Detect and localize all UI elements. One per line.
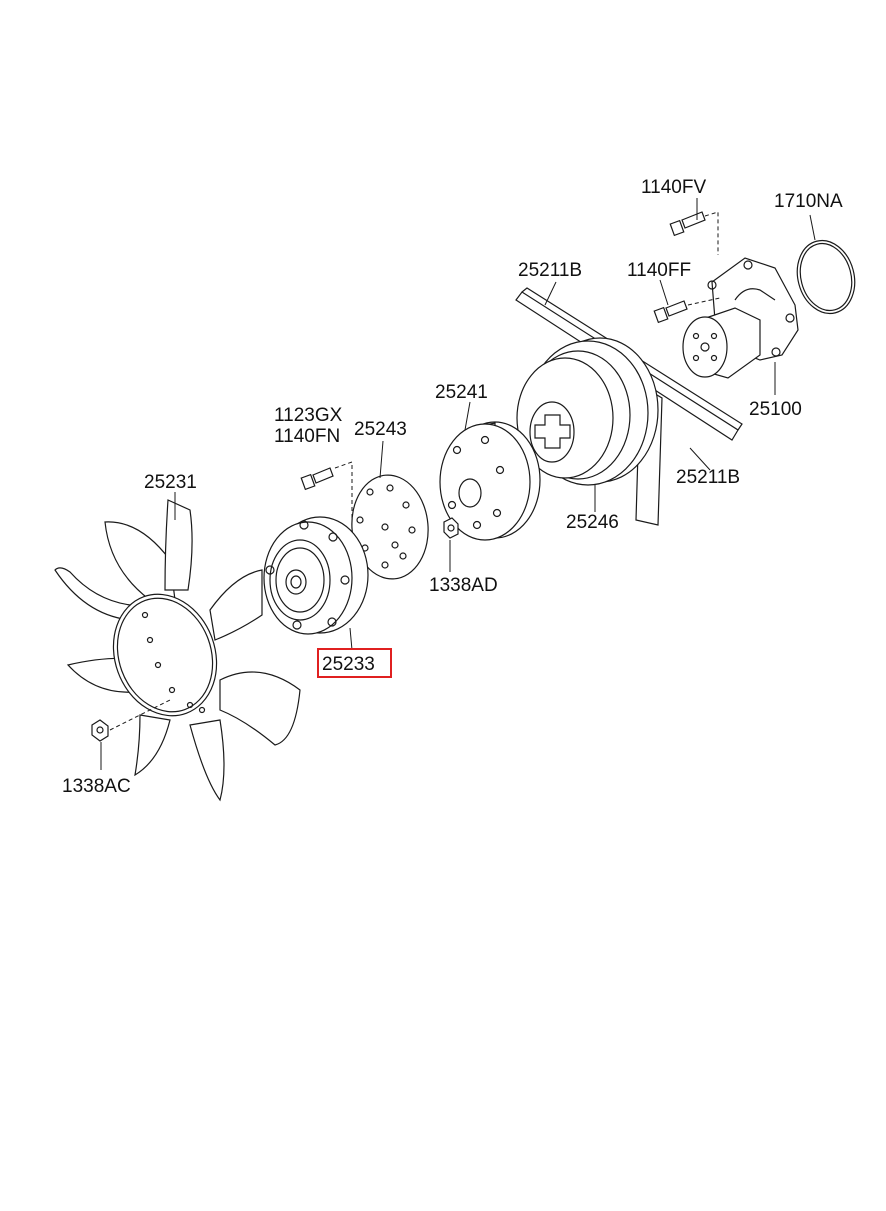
label-1338AC[interactable]: 1338AC xyxy=(62,776,131,797)
highlight-box-25233 xyxy=(317,648,392,678)
water-pump-25100[interactable] xyxy=(682,257,799,379)
label-1123GX[interactable]: 1123GX xyxy=(274,405,343,426)
fan-clutch-25233[interactable] xyxy=(263,516,369,635)
spacer-25241[interactable] xyxy=(439,421,541,541)
fan-25231[interactable] xyxy=(54,499,301,802)
nut-1338AC[interactable] xyxy=(91,719,109,742)
label-1140FV[interactable]: 1140FV xyxy=(641,177,706,198)
label-25246[interactable]: 25246 xyxy=(566,512,619,533)
nut-1338AD[interactable] xyxy=(443,517,459,539)
plate-25243[interactable] xyxy=(348,472,433,582)
label-25241[interactable]: 25241 xyxy=(435,382,488,403)
gasket-1710NA[interactable] xyxy=(789,234,862,320)
label-1140FN[interactable]: 1140FN xyxy=(274,426,340,447)
label-1140FF[interactable]: 1140FF xyxy=(627,260,691,281)
label-25231[interactable]: 25231 xyxy=(144,472,197,493)
bolt-1140FV[interactable] xyxy=(669,211,706,237)
label-25233[interactable]: 25233 xyxy=(322,654,375,675)
pulley-25246[interactable] xyxy=(516,337,659,486)
label-25100[interactable]: 25100 xyxy=(749,399,802,420)
label-25243[interactable]: 25243 xyxy=(354,419,407,440)
label-25211B-right[interactable]: 25211B xyxy=(676,467,740,488)
bolt-1140FN[interactable] xyxy=(300,467,334,491)
bolt-1140FF[interactable] xyxy=(653,300,688,324)
label-25211B-top[interactable]: 25211B xyxy=(518,260,582,281)
label-1710NA[interactable]: 1710NA xyxy=(774,191,843,212)
label-1338AD[interactable]: 1338AD xyxy=(429,575,498,596)
